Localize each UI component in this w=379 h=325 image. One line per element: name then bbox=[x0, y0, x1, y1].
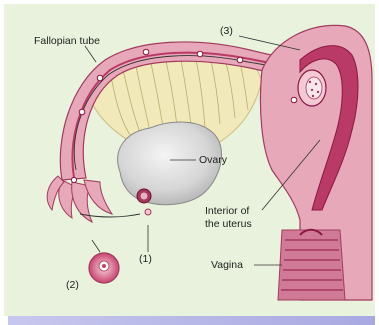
fimbriae bbox=[47, 176, 112, 222]
released-egg bbox=[145, 209, 151, 215]
label-interior-line1: Interior of bbox=[205, 205, 249, 217]
label-vagina: Vagina bbox=[211, 259, 243, 271]
label-step-1: (1) bbox=[139, 253, 152, 265]
label-step-3: (3) bbox=[220, 25, 233, 37]
label-interior-line2: the uterus bbox=[205, 218, 252, 230]
implanted-blastocyst bbox=[298, 70, 326, 106]
path-marker bbox=[291, 97, 297, 103]
label-fallopian-tube: Fallopian tube bbox=[34, 35, 100, 47]
egg-cell-enlarged bbox=[89, 240, 119, 283]
label-ovary: Ovary bbox=[199, 154, 228, 166]
label-step-2: (2) bbox=[66, 279, 79, 291]
uterus bbox=[260, 25, 372, 300]
